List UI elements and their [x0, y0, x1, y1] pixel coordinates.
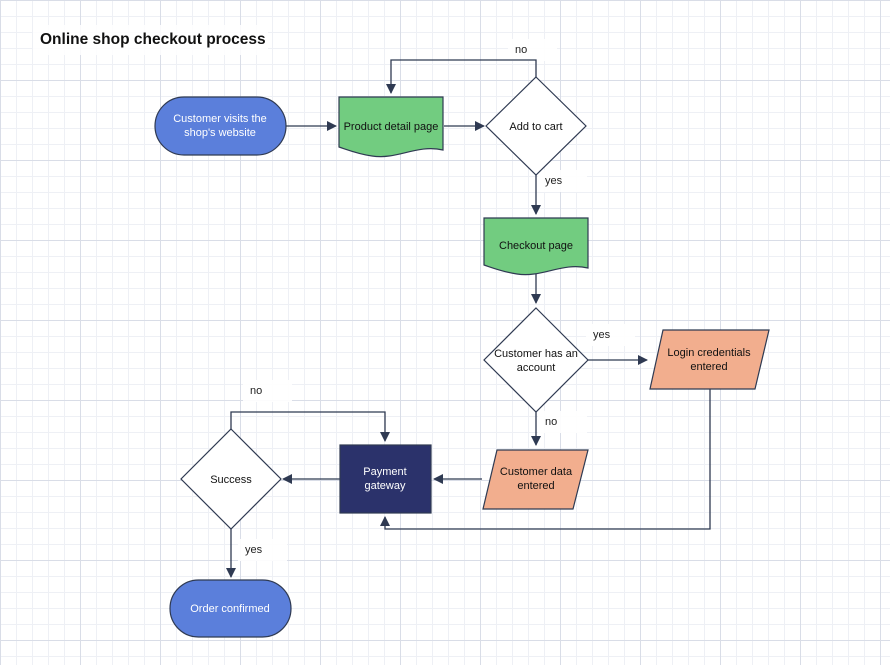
- io-customer-data: [482, 449, 589, 510]
- edge-label-cart-no: no: [508, 39, 557, 61]
- node-cart-line-1: Add to cart: [509, 121, 562, 133]
- node-checkout-line-1: Checkout page: [499, 240, 573, 252]
- node-account-line-2: account: [517, 362, 556, 374]
- node-visit-label: Customer visits the shop's website: [173, 113, 267, 139]
- node-visit-line-1: Customer visits the: [173, 113, 267, 125]
- node-gateway-label: Payment gateway: [363, 466, 406, 492]
- edge-label-account-no: no: [538, 411, 587, 433]
- edge-label-success-no: no: [243, 380, 292, 402]
- node-checkout-label: Checkout page: [499, 240, 573, 252]
- node-data-line-2: entered: [517, 480, 554, 492]
- node-data-label: Customer data entered: [500, 466, 573, 492]
- node-product-line-1: Product detail page: [344, 121, 439, 133]
- node-confirmed-line-1: Order confirmed: [190, 603, 269, 615]
- edge-label-cart-yes: yes: [538, 170, 587, 192]
- document-product-detail: [338, 96, 444, 158]
- decision-customer-has-account: [483, 307, 589, 413]
- decision-success: [180, 428, 282, 530]
- edge-cart-no-loop: [386, 59, 537, 94]
- node-data-line-1: Customer data: [500, 466, 573, 478]
- process-payment-gateway: [339, 444, 432, 514]
- node-visit-line-2: shop's website: [184, 127, 256, 139]
- edge-success-no-loop: [230, 411, 390, 442]
- node-login-line-1: Login credentials: [667, 347, 751, 359]
- terminal-order-confirmed: [169, 579, 292, 638]
- node-gateway-line-1: Payment: [363, 466, 406, 478]
- document-checkout: [483, 217, 589, 276]
- terminal-visit: [154, 96, 287, 156]
- diagram-title: Online shop checkout process: [33, 25, 268, 55]
- node-success-label: Success: [210, 474, 252, 486]
- node-cart-label: Add to cart: [509, 121, 562, 133]
- edge-login-to-gateway: [380, 389, 711, 530]
- node-success-line-1: Success: [210, 474, 252, 486]
- node-login-label: Login credentials entered: [667, 347, 751, 373]
- edge-label-account-yes: yes: [586, 324, 635, 346]
- node-login-line-2: entered: [690, 361, 727, 373]
- node-account-line-1: Customer has an: [494, 348, 578, 360]
- node-product-label: Product detail page: [344, 121, 439, 133]
- io-login-credentials: [649, 329, 770, 390]
- node-gateway-line-2: gateway: [365, 480, 406, 492]
- node-account-label: Customer has an account: [494, 348, 578, 374]
- decision-add-to-cart: [485, 76, 587, 176]
- node-confirmed-label: Order confirmed: [190, 603, 269, 615]
- edge-label-success-yes: yes: [238, 539, 287, 561]
